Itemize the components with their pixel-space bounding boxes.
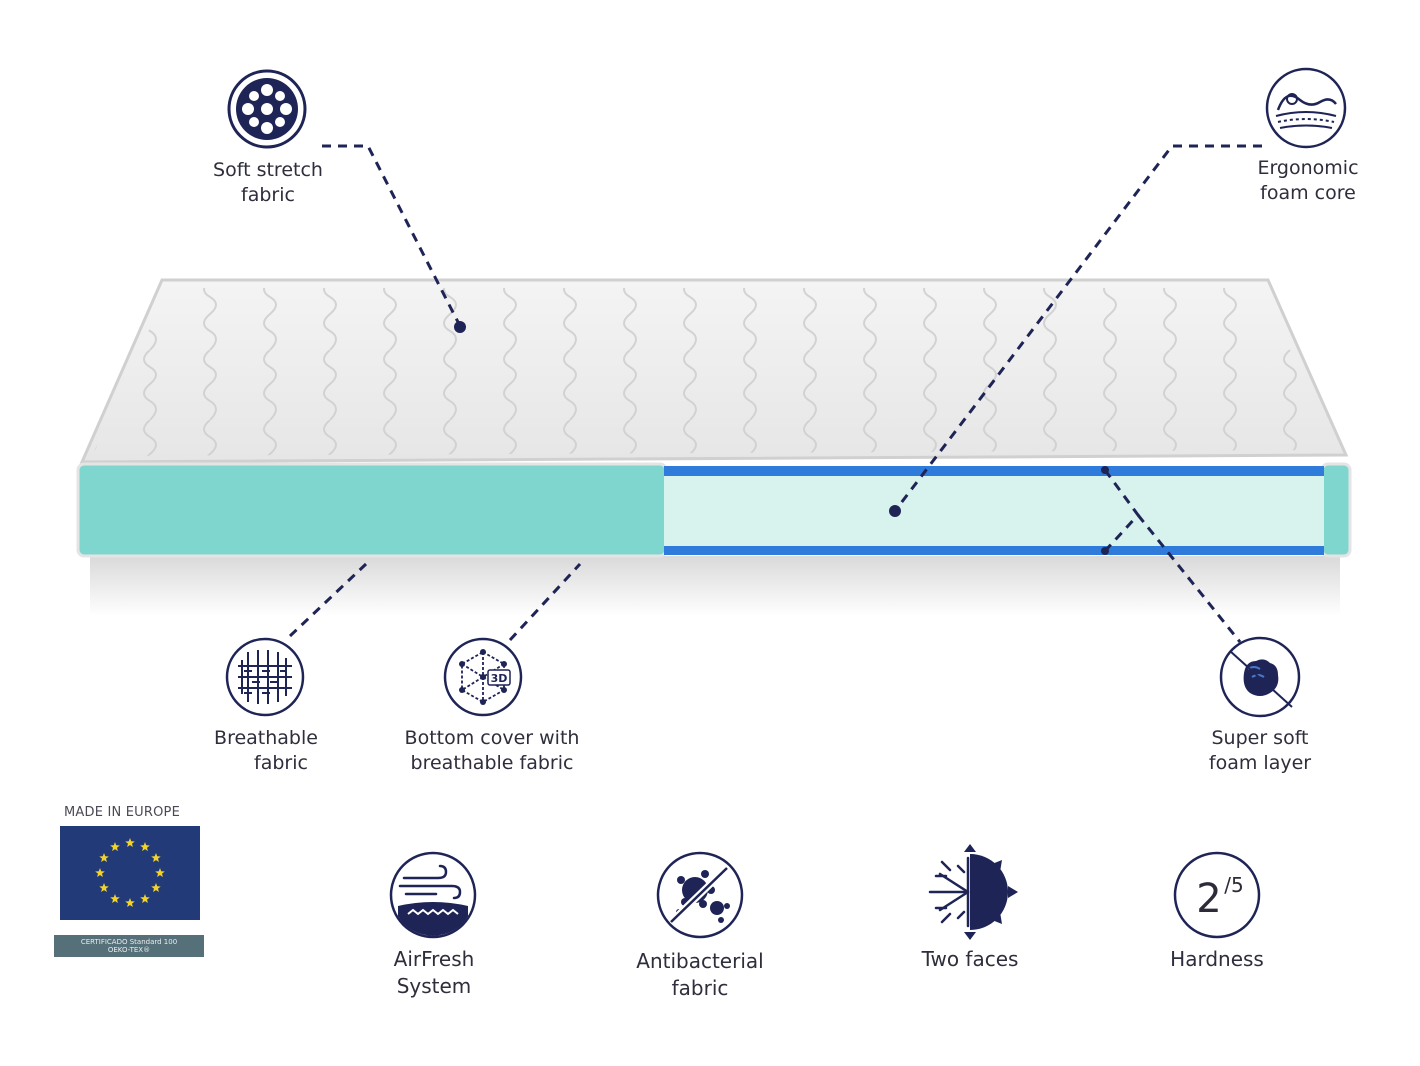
airflow-icon [389, 851, 477, 939]
label-soft-stretch: Soft stretch fabric [213, 159, 323, 206]
mattress-side-teal-right [1320, 462, 1352, 558]
eu-stars [95, 838, 165, 907]
eu-star [99, 853, 109, 862]
3d-mesh-icon: 3D [443, 637, 523, 717]
leader-breathable [288, 562, 368, 638]
mattress-side-teal [76, 462, 668, 558]
hardness-value: 2 [1196, 876, 1221, 922]
eu-star [140, 894, 150, 903]
eu-star [151, 883, 161, 892]
feature-antibacterial-label: Antibacterial fabric [636, 949, 764, 1000]
eu-star [140, 842, 150, 852]
made-in-europe-label: MADE IN EUROPE [64, 805, 181, 820]
eu-star [125, 898, 135, 907]
floor-shadow [90, 556, 1340, 616]
circle-dots-icon [227, 69, 307, 149]
label-ergonomic: Ergonomic foam core [1257, 157, 1359, 204]
lower-foam-layer [664, 546, 1324, 555]
mattress-quilting [92, 288, 1336, 456]
label-super-soft: Super soft foam layer [1208, 727, 1312, 774]
marker-bottom-layer [1101, 547, 1109, 555]
leader-bottom-cover [508, 562, 582, 642]
marker-soft-stretch [454, 321, 466, 333]
oeko-tex-certificate: CERTIFICADO Standard 100 OEKO-TEX® [54, 935, 204, 957]
eu-star [125, 838, 135, 847]
feature-two-faces-label: Two faces [921, 947, 1019, 971]
weave-mesh-icon [225, 637, 305, 717]
feature-airfresh-label: AirFresh System [393, 947, 475, 998]
3d-badge: 3D [491, 672, 508, 685]
label-breathable: Breathable fabric [214, 727, 318, 774]
hardness-rating-icon: 2 /5 [1173, 851, 1261, 939]
hardness-scale: /5 [1224, 873, 1243, 897]
leader-super-soft-main [1136, 514, 1242, 643]
hand-press-icon [1219, 636, 1301, 718]
eu-star [151, 853, 161, 862]
body-contour-icon [1265, 67, 1347, 149]
snow-sun-icon [928, 844, 1018, 940]
bacteria-crossed-icon [656, 851, 744, 939]
eu-star [99, 883, 109, 892]
eu-star [110, 842, 120, 852]
eu-star [95, 868, 105, 877]
eu-star [110, 894, 120, 903]
label-bottom-cover: Bottom cover with breathable fabric [404, 727, 580, 774]
eu-star [155, 868, 165, 877]
marker-ergonomic [889, 505, 901, 517]
foam-core-section [664, 466, 1324, 554]
feature-hardness-label: Hardness [1170, 947, 1264, 971]
eu-flag [60, 826, 200, 920]
marker-top-layer [1101, 466, 1109, 474]
upper-foam-layer [664, 466, 1324, 476]
leader-soft-stretch [322, 144, 462, 327]
